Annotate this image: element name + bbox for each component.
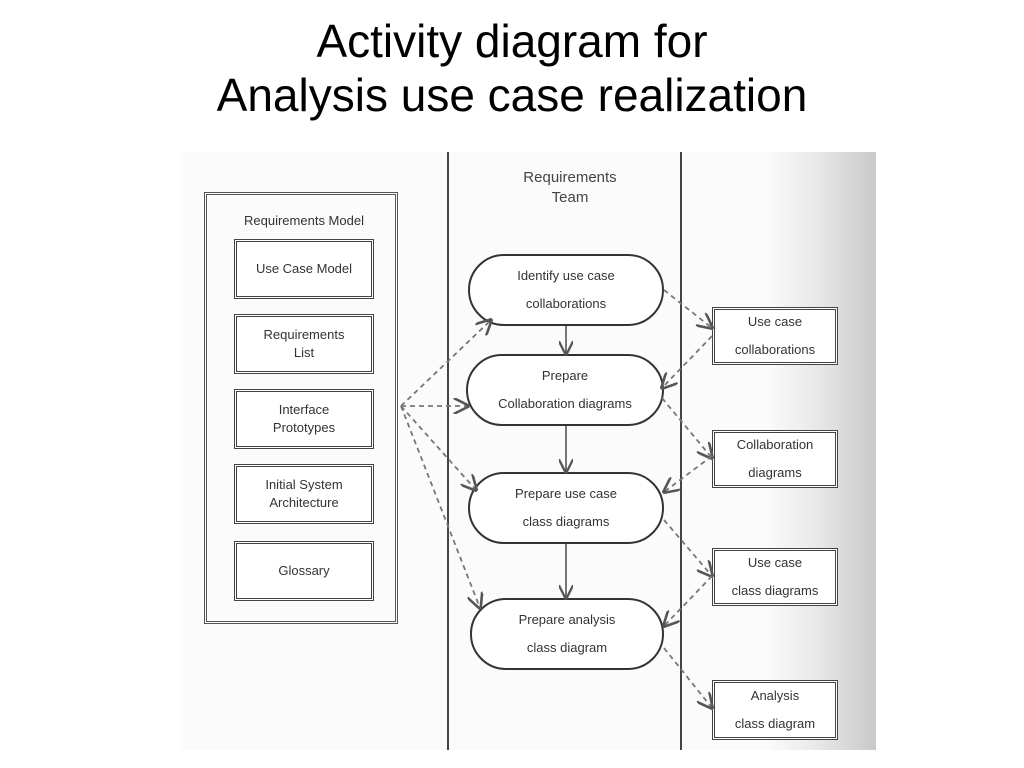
output-flow-use-case-class-to-diagrams (663, 519, 712, 576)
output-analysis-class-diagram: Analysis class diagram (712, 680, 838, 740)
output-flow-prepare-to-collaboration-diagrams (661, 397, 712, 458)
swimlane-divider-left (447, 152, 449, 750)
slide-title-line-1: Activity diagram for (316, 15, 708, 67)
requirements-model-frame: Requirements Model (204, 192, 398, 624)
output-flow-identify-to-use-case-collaborations (663, 289, 712, 328)
slide-title-line-2: Analysis use case realization (216, 69, 808, 121)
swimlane-requirements-team: Requirements Team (523, 169, 617, 206)
activity-prepare-analysis-class-diagram: Prepare analysis class diagram (470, 598, 664, 670)
requirements-model-title: Requirements Model (244, 213, 364, 228)
flow-arrows (400, 289, 876, 750)
slide-title: Activity diagram for Analysis use case r… (0, 14, 1024, 122)
input-flow-use-case-collaborations-to-prepare (662, 335, 713, 388)
swimlane-divider-right (680, 152, 682, 750)
activity-identify-use-case-collaborations: Identify use case collaborations (468, 254, 664, 326)
artifact-requirements-list: Requirements List (234, 314, 374, 374)
artifact-interface-prototypes: Interface Prototypes (234, 389, 374, 449)
activity-prepare-use-case-class-diagrams: Prepare use case class diagrams (468, 472, 664, 544)
input-flow-to-analysis (400, 405, 480, 608)
input-flow-collaboration-diagrams-to-use-case-class (664, 455, 713, 492)
artifact-use-case-model: Use Case Model (234, 239, 374, 299)
output-collaboration-diagrams: Collaboration diagrams (712, 430, 838, 488)
output-use-case-collaborations: Use case collaborations (712, 307, 838, 365)
output-flow-analysis-to-class-diagram (663, 647, 712, 708)
artifact-initial-system-architecture: Initial System Architecture (234, 464, 374, 524)
input-flow-use-case-class-diagrams-to-analysis (664, 575, 713, 626)
activity-diagram: Requirements Model Use Case Model Requir… (180, 152, 876, 750)
input-flow-to-use-case-class (400, 405, 476, 490)
artifact-glossary: Glossary (234, 541, 374, 601)
output-use-case-class-diagrams: Use case class diagrams (712, 548, 838, 606)
input-flow-to-identify (400, 320, 491, 407)
